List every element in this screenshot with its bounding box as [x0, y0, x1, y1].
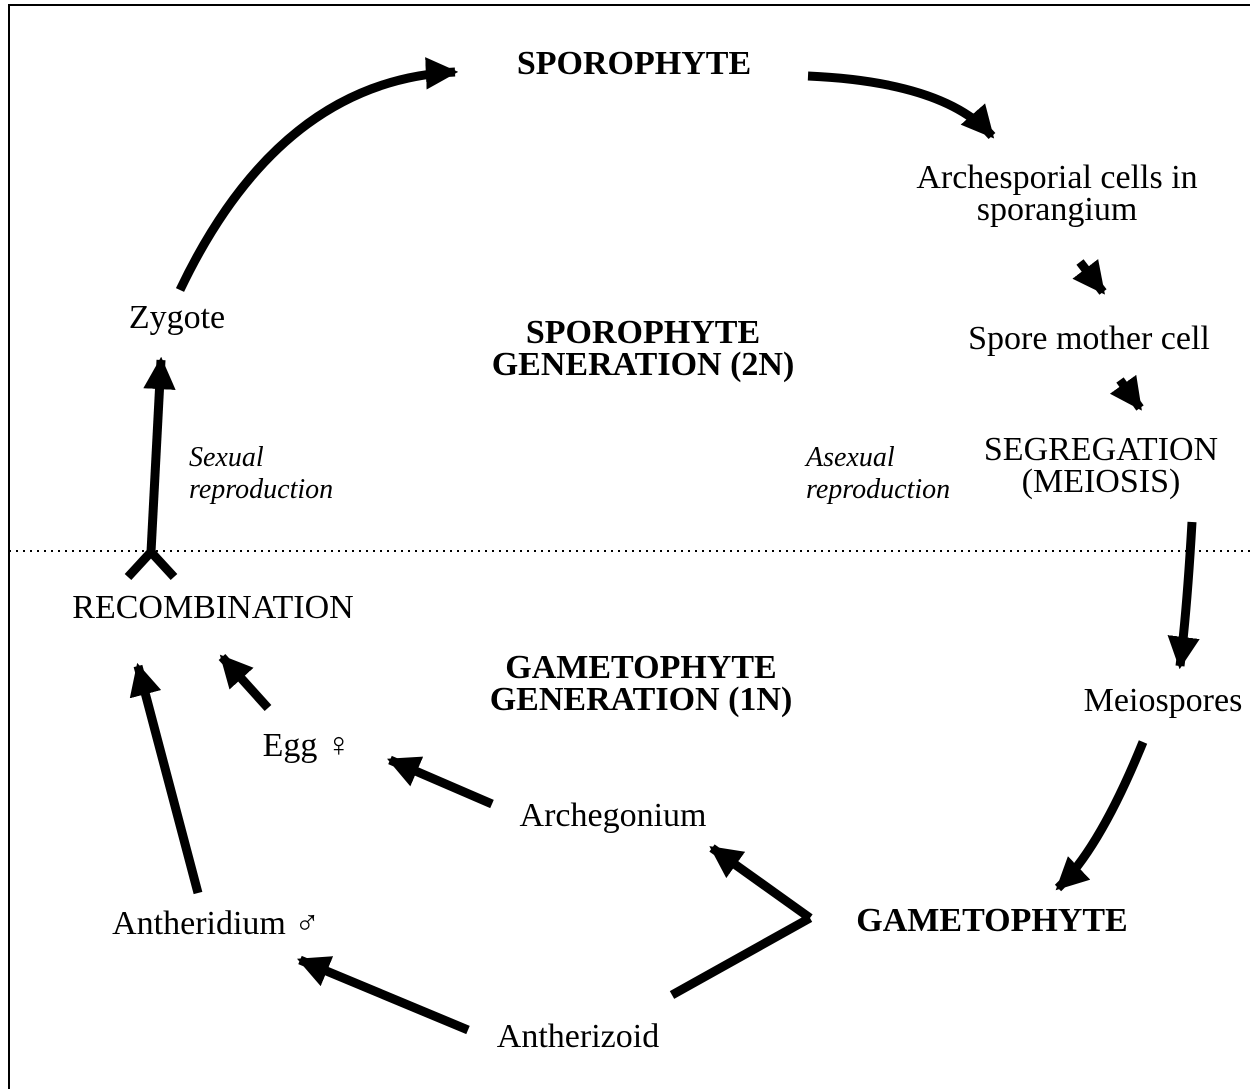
arrow-sporophyte-to-archesporial	[807, 71, 996, 140]
sexual-line-1: Sexual	[189, 442, 264, 473]
arrow-antherizoid-to-antheridium	[297, 955, 470, 1035]
archesporial-line-2: sporangium	[976, 191, 1138, 228]
annotation-asexual-reproduction: Asexual reproduction	[806, 442, 950, 506]
segregation-line-2: (MEIOSIS)	[1021, 463, 1181, 500]
arrow-archesporial-to-spore-mother	[1072, 259, 1107, 295]
gametophyte-generation-line-1: GAMETOPHYTE	[505, 649, 777, 686]
node-antheridium: Antheridium ♂	[112, 905, 320, 942]
arrow-spore-mother-to-segregation	[1109, 374, 1144, 411]
arrow-egg-to-recombination	[218, 653, 272, 712]
archesporial-line-1: Archesporial cells in	[916, 159, 1198, 196]
node-spore-mother-cell: Spore mother cell	[968, 320, 1210, 357]
sporophyte-generation-line-2: GENERATION (2N)	[491, 346, 795, 383]
arrow-recombination-to-zygote	[143, 356, 176, 553]
node-archegonium: Archegonium	[519, 797, 707, 834]
arrow-gametophyte-to-archegonium	[709, 844, 813, 922]
segregation-line-1: SEGREGATION	[983, 431, 1219, 468]
sexual-line-2: reproduction	[189, 474, 334, 505]
asexual-line-2: reproduction	[806, 474, 951, 505]
node-sporophyte: SPOROPHYTE	[516, 45, 752, 82]
asexual-line-1: Asexual	[806, 442, 895, 473]
node-meiospores: Meiospores	[1083, 682, 1243, 719]
node-antherizoid: Antherizoid	[496, 1018, 660, 1055]
node-egg: Egg ♀	[262, 727, 352, 764]
node-zygote: Zygote	[128, 299, 226, 336]
arrow-antheridium-to-recombination	[129, 662, 203, 895]
node-archesporial-cells: Archesporial cells in sporangium	[916, 159, 1198, 228]
node-gametophyte: GAMETOPHYTE	[856, 902, 1128, 939]
arrow-segregation-to-meiospores	[1167, 521, 1200, 670]
sporophyte-generation-line-1: SPOROPHYTE	[525, 314, 761, 351]
arrow-meiospores-to-gametophyte	[1054, 740, 1148, 892]
branch-gametophyte-to-antherizoid	[669, 914, 813, 999]
region-sporophyte-generation: SPOROPHYTE GENERATION (2N)	[491, 314, 795, 383]
annotation-sexual-reproduction: Sexual reproduction	[189, 442, 333, 506]
node-segregation: SEGREGATION (MEIOSIS)	[983, 431, 1219, 500]
arrow-archegonium-to-egg	[387, 755, 494, 809]
node-recombination: RECOMBINATION	[72, 589, 354, 626]
recombination-fork	[124, 545, 178, 581]
region-gametophyte-generation: GAMETOPHYTE GENERATION (1N)	[489, 649, 793, 718]
gametophyte-generation-line-2: GENERATION (1N)	[489, 681, 793, 718]
arrow-zygote-to-sporophyte	[175, 57, 459, 292]
